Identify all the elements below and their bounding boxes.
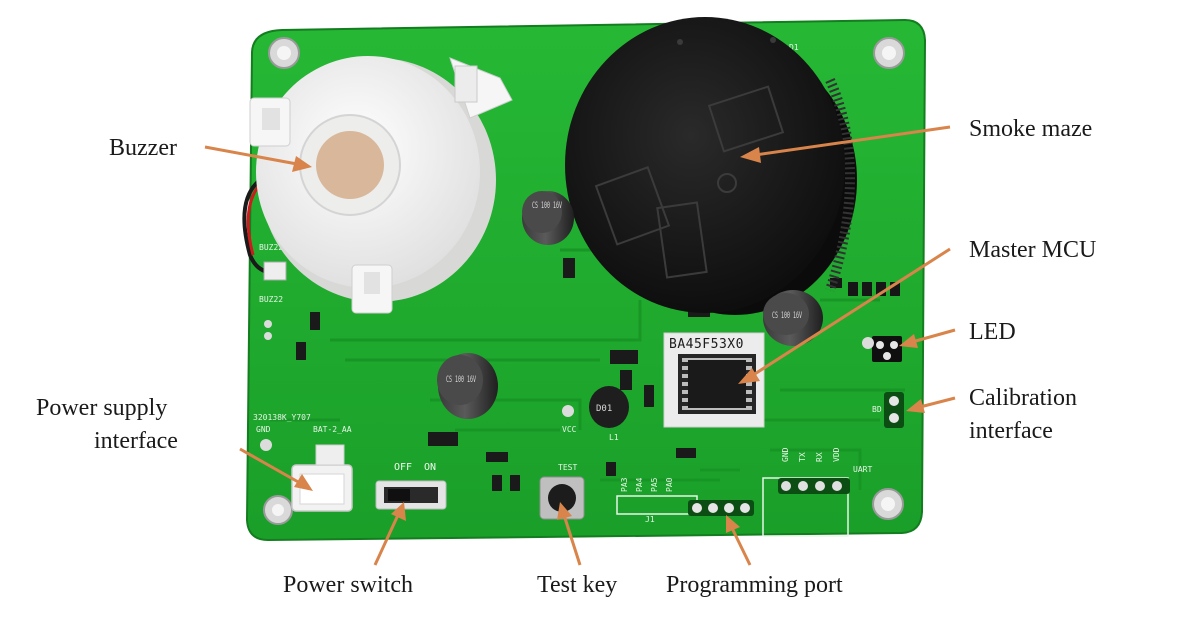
battery-label: BAT-2_AA bbox=[313, 425, 352, 434]
label-master-mcu: Master MCU bbox=[969, 237, 1096, 263]
label-led: LED bbox=[969, 319, 1016, 345]
prog-pin-pa0: PA0 bbox=[665, 477, 674, 492]
label-calibration-line2: interface bbox=[969, 418, 1053, 444]
calibration-connector bbox=[884, 392, 904, 428]
switch-off-label: OFF bbox=[394, 462, 412, 473]
test-label: TEST bbox=[558, 463, 577, 472]
prog-pin-pa5: PA5 bbox=[650, 477, 659, 492]
uart-pin-gnd: GND bbox=[781, 447, 790, 462]
vcc-label: VCC bbox=[562, 425, 577, 434]
arrow-master-mcu bbox=[738, 247, 951, 384]
label-smoke-maze: Smoke maze bbox=[969, 116, 1092, 142]
buzzer bbox=[242, 56, 513, 314]
mounting-hole-bottom-left bbox=[263, 495, 293, 525]
capacitor-1: CS 100 16V bbox=[522, 191, 574, 245]
callout-arrows bbox=[204, 125, 956, 566]
label-power-supply-line1: Power supply bbox=[36, 395, 167, 421]
uart-pin-vdd: VDD bbox=[832, 447, 841, 462]
arrow-smoke-maze bbox=[740, 125, 951, 163]
mounting-hole-top-left bbox=[268, 37, 300, 69]
prog-pin-pa4: PA4 bbox=[635, 477, 644, 492]
uart-label: UART bbox=[853, 465, 872, 474]
inductor: D01 bbox=[589, 386, 629, 428]
arrow-buzzer bbox=[204, 145, 312, 172]
capacitor-3: CS 100 16V bbox=[763, 290, 823, 346]
prog-pin-labels: PA3 PA4 PA5 PA0 bbox=[620, 477, 674, 492]
capacitor-2-marking: CS 100 16V bbox=[446, 375, 476, 385]
bd-label: BD bbox=[872, 405, 882, 414]
power-switch bbox=[375, 480, 447, 510]
test-points bbox=[260, 320, 874, 451]
capacitor-2: CS 100 16V bbox=[437, 353, 498, 419]
arrow-test-key bbox=[557, 502, 582, 566]
label-programming-port: Programming port bbox=[666, 572, 843, 598]
label-power-supply-line2: interface bbox=[94, 428, 178, 454]
arrow-power-switch bbox=[373, 502, 406, 566]
l1-label: L1 bbox=[609, 433, 619, 442]
mcu-marking: BA45F53X0 bbox=[669, 337, 744, 352]
uart-connector bbox=[778, 478, 850, 494]
arrow-power-supply bbox=[239, 447, 313, 491]
uart-pin-labels: GND TX RX VDD bbox=[781, 447, 841, 462]
board-id-label: 320138K_Y707 bbox=[253, 413, 311, 422]
mounting-hole-top-right bbox=[873, 37, 905, 69]
label-test-key: Test key bbox=[537, 572, 617, 598]
d1-label: D1 bbox=[789, 43, 799, 52]
uart-pin-rx: RX bbox=[815, 452, 824, 462]
switch-on-label: ON bbox=[424, 462, 436, 473]
callout-labels: Buzzer Smoke maze Master MCU LED Calibra… bbox=[36, 116, 1096, 598]
led-component bbox=[872, 336, 902, 362]
arrow-calibration bbox=[906, 396, 956, 413]
capacitor-1-marking: CS 100 16V bbox=[532, 201, 562, 211]
inductor-marking: D01 bbox=[596, 404, 612, 414]
smd-components bbox=[296, 258, 710, 491]
programming-port bbox=[616, 495, 754, 516]
label-buzzer: Buzzer bbox=[109, 135, 177, 161]
gnd-label: GND bbox=[256, 425, 271, 434]
smoke-maze bbox=[565, 17, 857, 315]
arrow-led bbox=[899, 328, 956, 348]
uart-pin-tx: TX bbox=[798, 452, 807, 462]
capacitor-3-marking: CS 100 16V bbox=[772, 311, 802, 321]
buz22-label: BUZ22 bbox=[259, 243, 283, 252]
mounting-hole-bottom-right bbox=[872, 488, 904, 520]
test-key bbox=[539, 476, 585, 520]
j1-label: J1 bbox=[645, 515, 655, 524]
buz22-label-2: BUZ22 bbox=[259, 295, 283, 304]
label-power-switch: Power switch bbox=[283, 572, 413, 598]
arrow-programming-port bbox=[726, 515, 752, 566]
prog-pin-pa3: PA3 bbox=[620, 477, 629, 492]
power-supply-connector bbox=[291, 444, 353, 512]
label-calibration-line1: Calibration bbox=[969, 385, 1077, 411]
